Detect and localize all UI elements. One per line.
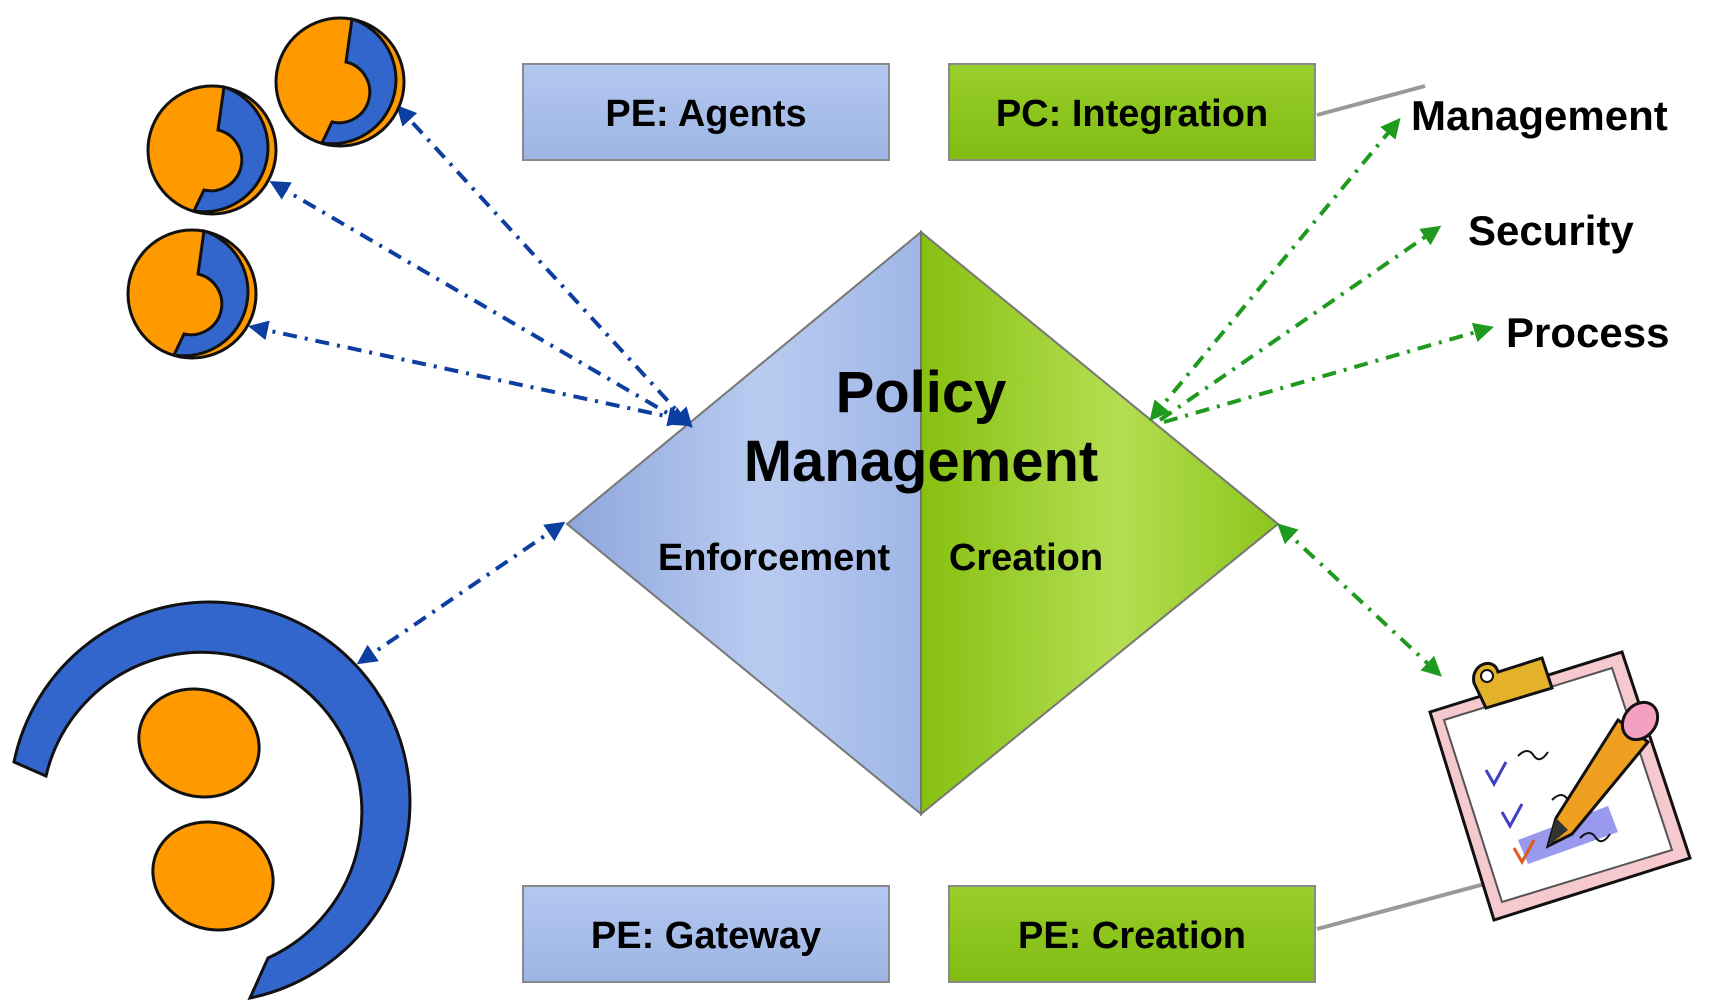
agent-icon-3: [126, 228, 258, 360]
arrow-to-agent-3: [248, 320, 688, 427]
policy-management-diamond: Policy Management Enforcement Creation: [565, 229, 1280, 817]
clipboard-pencil-icon: [1428, 650, 1692, 922]
box-pe-agents-label: PE: Agents: [605, 93, 806, 135]
box-pe-creation-label: PE: Creation: [1018, 915, 1246, 957]
security-label: Security: [1468, 207, 1634, 254]
box-pc-integration: PC: Integration: [948, 63, 1316, 161]
creation-label: Creation: [949, 537, 1103, 579]
box-pc-integration-label: PC: Integration: [996, 93, 1268, 135]
creation-arrows: [1149, 117, 1494, 677]
process-label: Process: [1506, 309, 1669, 356]
creation-half: [920, 229, 1280, 817]
management-label: Management: [1411, 92, 1668, 139]
enforcement-label: Enforcement: [658, 537, 891, 579]
box-pe-gateway-label: PE: Gateway: [591, 915, 821, 957]
box-pe-gateway: PE: Gateway: [522, 885, 890, 983]
arrow-to-management: [1149, 117, 1401, 422]
diamond-title-line2: Management: [744, 429, 1099, 494]
box-pe-agents: PE: Agents: [522, 63, 890, 161]
agent-icon-1: [274, 16, 406, 148]
diamond-title-line1: Policy: [836, 360, 1007, 425]
arrow-to-clipboard: [1277, 523, 1442, 677]
arrow-to-process: [1163, 322, 1494, 424]
box-pe-creation: PE: Creation: [948, 885, 1316, 983]
arrow-to-agent-2: [269, 180, 690, 427]
enforcement-arrows: [248, 105, 693, 665]
arrow-to-security: [1158, 225, 1442, 422]
enforcement-half: [565, 229, 922, 817]
integration-connector-line: [1316, 84, 1426, 117]
creation-connector-line: [1316, 880, 1493, 931]
arrow-to-gateway: [356, 521, 566, 665]
gateway-icon: [12, 600, 412, 1001]
agent-icon-2: [146, 84, 278, 216]
